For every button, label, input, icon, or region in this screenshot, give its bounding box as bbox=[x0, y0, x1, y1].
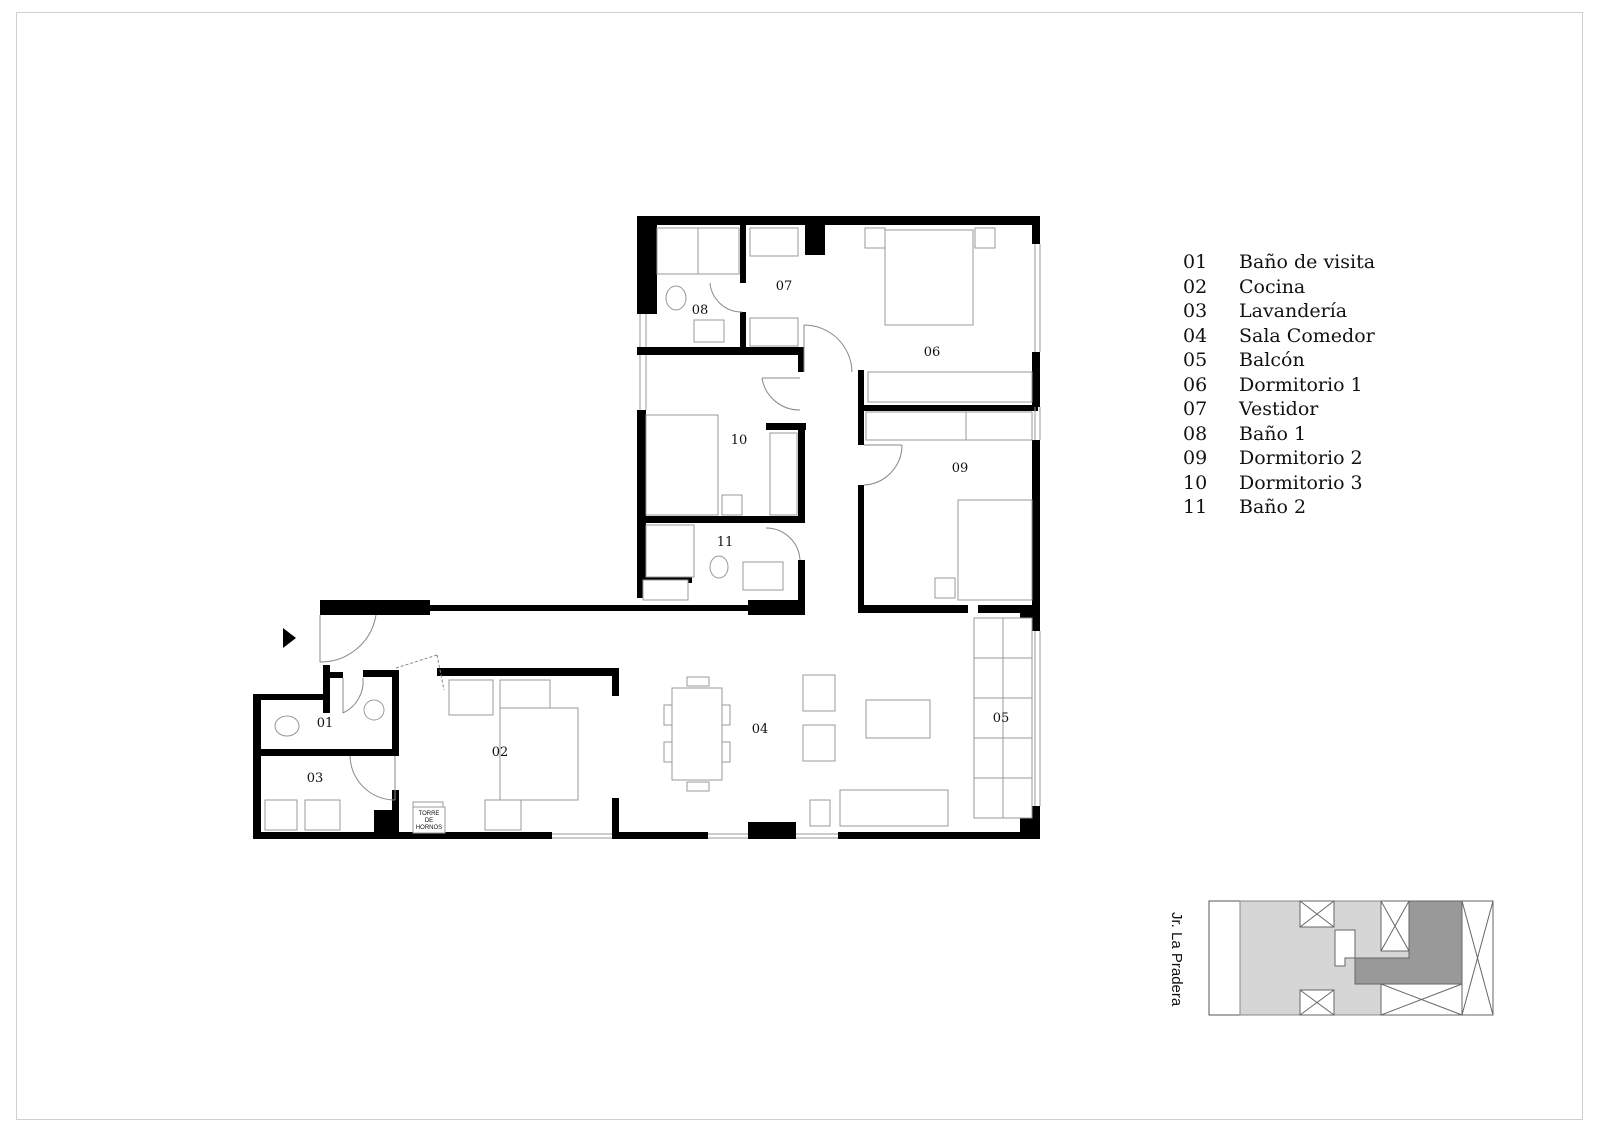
room-label-10: 10 bbox=[731, 433, 748, 448]
legend-name: Baño 2 bbox=[1239, 496, 1307, 519]
room-label-09: 09 bbox=[952, 461, 969, 476]
legend-item: 06 Dormitorio 1 bbox=[1183, 373, 1375, 398]
legend-number: 10 bbox=[1183, 471, 1208, 494]
legend-number: 11 bbox=[1183, 496, 1208, 519]
room-label-06: 06 bbox=[924, 345, 941, 360]
legend-number: 08 bbox=[1183, 422, 1208, 445]
oven-text-1: TORRE bbox=[419, 811, 440, 817]
legend-number: 04 bbox=[1183, 324, 1208, 347]
legend-item: 09 Dormitorio 2 bbox=[1183, 446, 1375, 471]
room-label-02: 02 bbox=[492, 745, 509, 760]
legend-item: 05 Balcón bbox=[1183, 348, 1375, 373]
room-label-01: 01 bbox=[317, 716, 334, 731]
legend-name: Dormitorio 2 bbox=[1239, 447, 1363, 470]
entrance-arrow-icon bbox=[283, 628, 296, 648]
sheet-frame bbox=[16, 12, 1583, 1120]
legend-number: 02 bbox=[1183, 275, 1208, 298]
room-labels: 01 02 03 04 05 06 07 08 09 10 11 bbox=[307, 279, 1010, 786]
room-label-03: 03 bbox=[307, 771, 324, 786]
room-label-07: 07 bbox=[776, 279, 793, 294]
legend-number: 01 bbox=[1183, 251, 1208, 274]
street-name: Jr. La Pradera bbox=[1168, 912, 1185, 1007]
legend-name: Dormitorio 3 bbox=[1239, 471, 1363, 494]
legend-name: Baño de visita bbox=[1239, 251, 1376, 274]
room-label-05: 05 bbox=[993, 711, 1010, 726]
room-label-11: 11 bbox=[717, 535, 734, 550]
legend-number: 09 bbox=[1183, 447, 1208, 470]
fixtures bbox=[264, 227, 1033, 833]
room-label-08: 08 bbox=[692, 303, 709, 318]
oven-text-3: HORNOS bbox=[416, 825, 442, 831]
legend-name: Balcón bbox=[1239, 349, 1305, 372]
legend-name: Sala Comedor bbox=[1239, 324, 1375, 347]
legend-item: 01 Baño de visita bbox=[1183, 250, 1375, 275]
windows bbox=[552, 244, 1041, 839]
legend-name: Cocina bbox=[1239, 275, 1306, 298]
room-legend: 01 Baño de visita 02 Cocina 03 Lavandería 0… bbox=[1183, 250, 1375, 520]
legend-item: 04 Sala Comedor bbox=[1183, 324, 1375, 349]
oven-text-2: DE bbox=[425, 818, 433, 824]
legend-item: 10 Dormitorio 3 bbox=[1183, 471, 1375, 496]
legend-name: Vestidor bbox=[1239, 398, 1319, 421]
legend-number: 05 bbox=[1183, 349, 1208, 372]
legend-item: 08 Baño 1 bbox=[1183, 422, 1375, 447]
doors bbox=[319, 282, 903, 801]
legend-item: 11 Baño 2 bbox=[1183, 495, 1375, 520]
legend-item: 02 Cocina bbox=[1183, 275, 1375, 300]
legend-number: 03 bbox=[1183, 300, 1208, 323]
oven-tower: TORRE DE HORNOS bbox=[412, 806, 446, 834]
legend-item: 03 Lavandería bbox=[1183, 299, 1375, 324]
legend-name: Dormitorio 1 bbox=[1239, 373, 1363, 396]
legend-number: 06 bbox=[1183, 373, 1208, 396]
legend-name: Baño 1 bbox=[1239, 422, 1307, 445]
site-key-plan bbox=[1208, 900, 1494, 1016]
room-label-04: 04 bbox=[752, 722, 769, 737]
legend-name: Lavandería bbox=[1239, 300, 1348, 323]
legend-number: 07 bbox=[1183, 398, 1208, 421]
legend-item: 07 Vestidor bbox=[1183, 397, 1375, 422]
